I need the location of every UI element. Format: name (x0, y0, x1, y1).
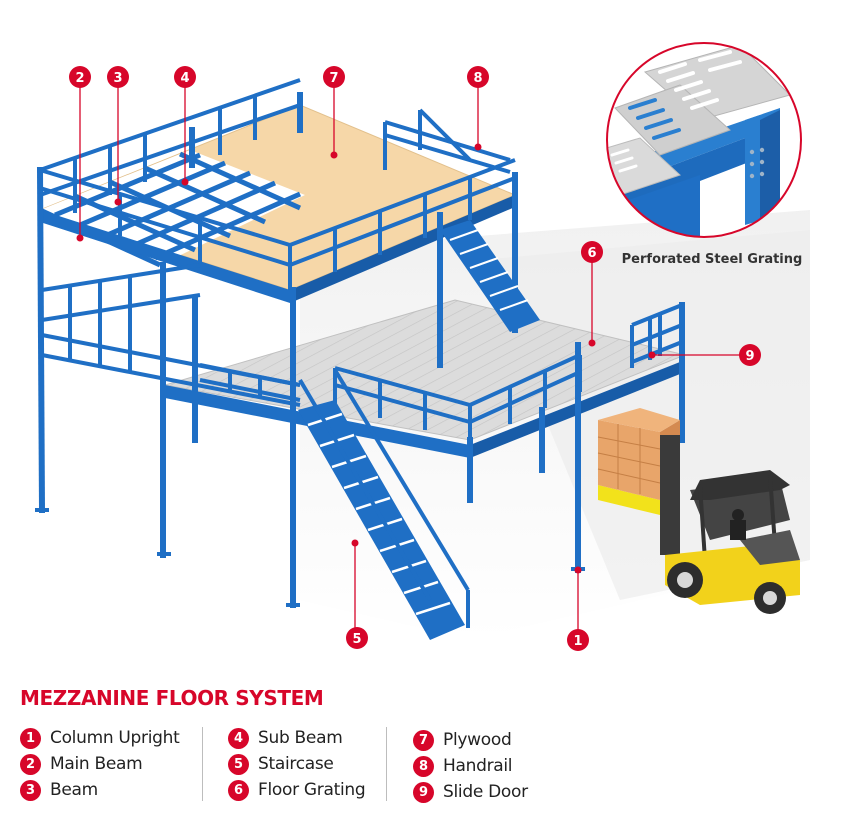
svg-text:7: 7 (329, 71, 338, 86)
svg-text:2: 2 (75, 71, 84, 86)
legend-item-slide-door: 9 Slide Door (413, 779, 528, 805)
legend-label: Column Upright (50, 728, 180, 748)
mezzanine-illustration: 2 3 4 7 8 6 9 5 1 (35, 42, 810, 651)
legend-label: Slide Door (443, 782, 528, 802)
legend-label: Floor Grating (258, 780, 366, 800)
legend-label: Beam (50, 780, 98, 800)
legend-item-plywood: 7 Plywood (413, 727, 528, 753)
callout-dots (76, 143, 656, 574)
callout-leaders (79, 85, 740, 630)
legend-divider (202, 727, 203, 801)
legend-item-staircase: 5 Staircase (228, 751, 365, 777)
callout-badge-3: 3 (107, 66, 129, 88)
slide-door (630, 303, 683, 368)
number-badge: 3 (20, 779, 41, 801)
callout-badge-7: 7 (323, 66, 345, 88)
legend-item-handrail: 8 Handrail (413, 753, 528, 779)
upper-staircase (440, 220, 540, 332)
legend-item-column-upright: 1 Column Upright (20, 725, 180, 751)
number-badge: 7 (413, 729, 434, 751)
svg-text:6: 6 (587, 246, 596, 261)
inset-caption: Perforated Steel Grating (621, 252, 803, 267)
legend-title: MEZZANINE FLOOR SYSTEM (20, 686, 324, 710)
number-badge: 8 (413, 755, 434, 777)
number-badge: 1 (20, 727, 41, 749)
number-badge: 4 (228, 727, 249, 749)
legend-divider (386, 727, 387, 801)
number-badge: 5 (228, 753, 249, 775)
number-badge: 9 (413, 781, 434, 803)
svg-text:9: 9 (745, 349, 754, 364)
legend-item-main-beam: 2 Main Beam (20, 751, 179, 777)
upper-floor (38, 104, 517, 303)
legend-column-3: 7 Plywood 8 Handrail 9 Slide Door (413, 727, 528, 805)
svg-text:3: 3 (113, 71, 122, 86)
svg-text:8: 8 (473, 71, 482, 86)
svg-text:5: 5 (352, 632, 361, 647)
legend-label: Sub Beam (258, 728, 343, 748)
legend-label: Staircase (258, 754, 334, 774)
callout-badge-1: 1 (567, 629, 589, 651)
lower-staircase (298, 368, 470, 640)
legend-label: Plywood (443, 730, 512, 750)
legend-item-sub-beam: 4 Sub Beam (228, 725, 365, 751)
upper-handrails (39, 78, 516, 290)
callout-badge-4: 4 (174, 66, 196, 88)
callout-badge-9: 9 (739, 344, 761, 366)
legend-label: Handrail (443, 756, 513, 776)
forklift (660, 435, 800, 614)
number-badge: 2 (20, 753, 41, 775)
legend-item-floor-grating: 6 Floor Grating (228, 777, 366, 803)
callout-badge-5: 5 (346, 627, 368, 649)
callout-badge-2: 2 (69, 66, 91, 88)
legend-label: Main Beam (50, 754, 143, 774)
grating-inset (606, 42, 802, 238)
svg-text:4: 4 (180, 71, 189, 86)
callout-badge-6: 6 (581, 241, 603, 263)
legend-column-2: 4 Sub Beam 5 Staircase 6 Floor Grating (228, 725, 366, 803)
legend-item-beam: 3 Beam (20, 777, 179, 803)
legend-column-1: 1 Column Upright 2 Main Beam 3 Beam (20, 725, 180, 803)
number-badge: 6 (228, 779, 249, 801)
svg-text:1: 1 (573, 634, 582, 649)
lower-handrails (41, 263, 582, 440)
callout-badge-8: 8 (467, 66, 489, 88)
